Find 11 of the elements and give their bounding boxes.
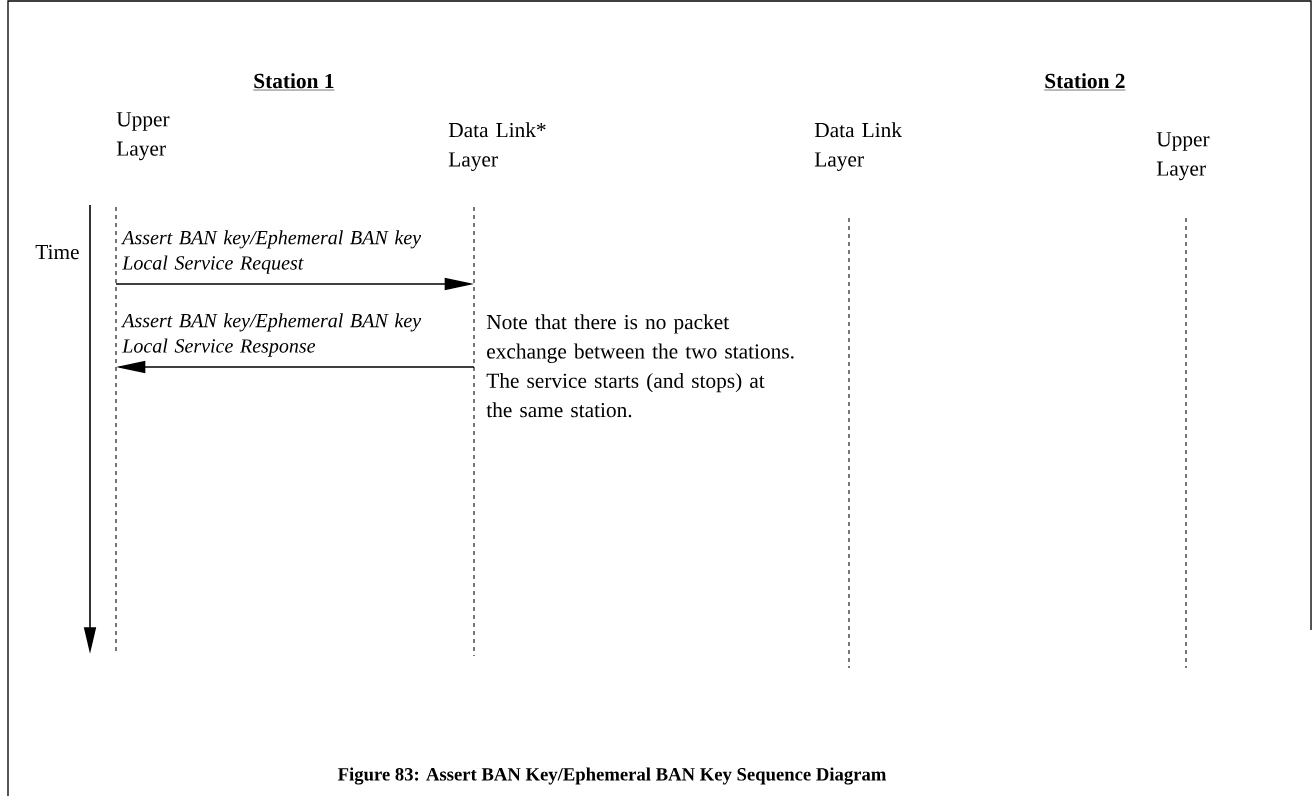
station-heading: Station 2 bbox=[1044, 73, 1126, 91]
layer-label: Upper Layer bbox=[116, 112, 170, 161]
figure-caption: Figure 83: Assert BAN Key/Ephemeral BAN Key Sequence Diagram bbox=[337, 767, 887, 785]
station-heading: Station 1 bbox=[253, 73, 335, 91]
layer-label: Upper Layer bbox=[1156, 132, 1210, 181]
note-text: Note that there is no packet exchange between the two stations. The service starts (and stops) at the same station. bbox=[486, 314, 794, 418]
edge-label: Assert BAN key/Ephemeral BAN key Local Service Request bbox=[121, 230, 422, 274]
layer-label: Data Link Layer bbox=[814, 122, 902, 171]
axis-label: Time bbox=[35, 244, 79, 260]
layer-label: Data Link* Layer bbox=[448, 122, 546, 171]
edge-label: Assert BAN key/Ephemeral BAN key Local Service Response bbox=[121, 313, 422, 357]
